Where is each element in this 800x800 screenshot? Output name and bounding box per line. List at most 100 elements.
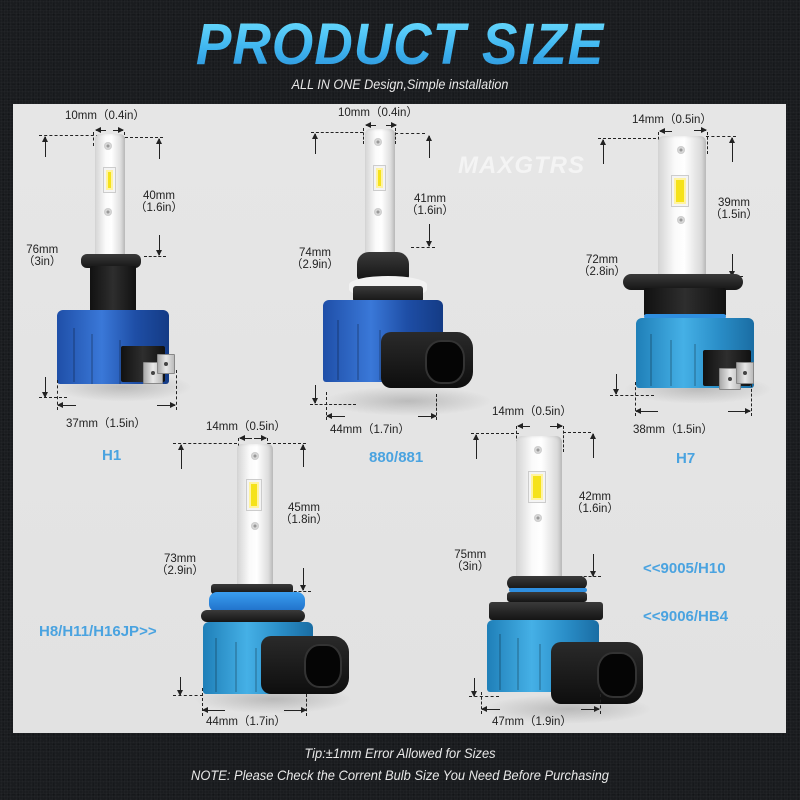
- h11-width-top-label: 14mm（0.5in）: [206, 421, 286, 433]
- 880-base-width-guide-left: [326, 392, 327, 420]
- h7-socket: [644, 288, 726, 316]
- 880-base-width-label: 44mm（1.7in）: [330, 424, 410, 436]
- h7-led-height-label: 39mm （1.5in）: [710, 197, 758, 221]
- 9005-height-arrow-up: [473, 434, 479, 459]
- h7-blue-oring: [644, 314, 726, 319]
- h1-base-width-label: 37mm（1.5in）: [66, 418, 146, 430]
- h1-led-board: [95, 134, 125, 260]
- h7-led-chip: [672, 176, 688, 206]
- h7-total-height-label: 72mm （2.8in）: [578, 254, 626, 278]
- 880-total-height-label: 74mm （2.9in）: [291, 247, 339, 271]
- tip-text: Tip:±1mm Error Allowed for Sizes: [304, 745, 496, 761]
- h11-height-arrow-up: [178, 444, 184, 469]
- 9005-top-guide-right: [563, 432, 591, 433]
- 9005-width-top-label: 14mm（0.5in）: [492, 406, 572, 418]
- h7-base-width-label: 38mm（1.5in）: [633, 424, 713, 436]
- 9005-top-guide-left: [471, 433, 519, 434]
- h11-led-board: [237, 444, 273, 586]
- h7-base-width-guide-left: [635, 382, 636, 416]
- h11-led-chip: [247, 480, 261, 510]
- 9005-model-label: <<9005/H10: [643, 560, 726, 577]
- h1-socket: [90, 266, 136, 314]
- h11-base-arrow-right: [284, 707, 307, 713]
- 880-collar: [357, 252, 409, 280]
- h7-flange: [623, 274, 743, 290]
- 880-width-guide-right: [395, 128, 396, 144]
- h1-led-chip: [104, 168, 115, 192]
- 880-led-arrow-up: [426, 135, 432, 158]
- 9005-led-arrow-down: [590, 554, 596, 577]
- 9005-width-guide-right: [563, 426, 564, 452]
- h1-base-guide: [39, 397, 67, 398]
- h11-base-guide: [173, 695, 203, 696]
- h7-width-guide-right: [707, 132, 708, 154]
- 880-base-arrow-down: [312, 385, 318, 404]
- h1-led-arrow-up: [156, 138, 162, 159]
- 9005-width-arrow-left: [517, 423, 530, 429]
- 880-led-height-label: 41mm （1.6in）: [406, 193, 454, 217]
- h11-base-width-guide-right: [306, 694, 307, 716]
- h7-led-arrow-up: [729, 137, 735, 162]
- 9005-base-arrow-left: [481, 706, 500, 712]
- h7-top-guide-right: [706, 136, 736, 137]
- 9005-base-width-guide-right: [600, 694, 601, 714]
- h1-width-guide-left: [93, 132, 94, 146]
- h7-height-arrow-up: [600, 139, 606, 164]
- 880-height-arrow-up: [312, 133, 318, 154]
- 9005-led-bottom-guide: [579, 576, 601, 577]
- h7-base-guide: [610, 395, 654, 396]
- 9005-base-arrow-right: [581, 706, 600, 712]
- h11-top-guide-left: [173, 443, 237, 444]
- 9005-led-arrow-up: [590, 433, 596, 458]
- h7-led-board: [658, 136, 706, 276]
- h1-led-height-label: 40mm （1.6in）: [135, 190, 183, 214]
- h1-top-guide-right: [125, 137, 163, 138]
- 9005-led-board: [516, 436, 562, 578]
- 880-top-guide-left: [311, 132, 363, 133]
- 9005-base-width-guide-left: [481, 692, 482, 714]
- h11-width-arrow-left: [239, 435, 252, 441]
- 880-base-width-guide-right: [436, 394, 437, 420]
- page-title: PRODUCT SIZE: [32, 14, 768, 76]
- page-subtitle: ALL IN ONE Design,Simple installation: [291, 76, 509, 92]
- 9005-led-height-label: 42mm （1.6in）: [571, 491, 619, 515]
- 9005-base-arrow-down: [471, 678, 477, 697]
- h1-top-guide-left: [39, 135, 99, 136]
- h1-base-arrow-left: [57, 402, 76, 408]
- h11-blue-seal: [209, 592, 305, 612]
- h11-flange: [211, 584, 293, 594]
- h1-total-height-label: 76mm （3in）: [23, 244, 62, 268]
- 9005-blue-oring: [509, 588, 587, 592]
- 880-led-arrow-down: [426, 224, 432, 247]
- 880-led-chip: [374, 166, 385, 190]
- 880-led-bottom-guide: [411, 247, 435, 248]
- 9005-led-chip: [529, 472, 545, 502]
- h11-base-arrow-down: [177, 677, 183, 696]
- h11-led-arrow-up: [300, 444, 306, 467]
- 880-width-arrow-left: [365, 122, 376, 128]
- h11-width-arrow-right: [254, 435, 267, 441]
- 9005-width-arrow-right: [550, 423, 563, 429]
- h1-width-top-label: 10mm（0.4in）: [65, 110, 145, 122]
- product-size-panel: MAXGTRS 10mm（0.4in） 40mm （1.6in） 76mm （3…: [13, 104, 786, 733]
- 880-base-arrow-left: [326, 413, 345, 419]
- h1-collar: [81, 254, 141, 268]
- h11-model-label: H8/H11/H16JP>>: [39, 623, 157, 640]
- h7-model-label: H7: [676, 450, 696, 467]
- 880-model-label: 880/881: [369, 449, 424, 466]
- 880-width-top-label: 10mm（0.4in）: [338, 107, 418, 119]
- h11-led-arrow-down: [300, 568, 306, 591]
- h11-base-arrow-left: [202, 707, 225, 713]
- 9005-width-guide-left: [516, 426, 517, 448]
- h11-led-bottom-guide: [289, 591, 311, 592]
- 880-base-arrow-right: [418, 413, 437, 419]
- h1-height-arrow-up: [42, 136, 48, 157]
- h7-base-width-guide-right: [751, 384, 752, 416]
- h1-base-arrow-right: [157, 402, 176, 408]
- 880-led-board: [365, 129, 395, 257]
- h1-base-arrow-down: [42, 377, 48, 398]
- h1-width-arrow-right: [113, 127, 124, 133]
- h1-led-arrow-down: [156, 235, 162, 256]
- h11-base-width-label: 44mm（1.7in）: [206, 716, 286, 728]
- h11-total-height-label: 73mm （2.9in）: [156, 553, 204, 577]
